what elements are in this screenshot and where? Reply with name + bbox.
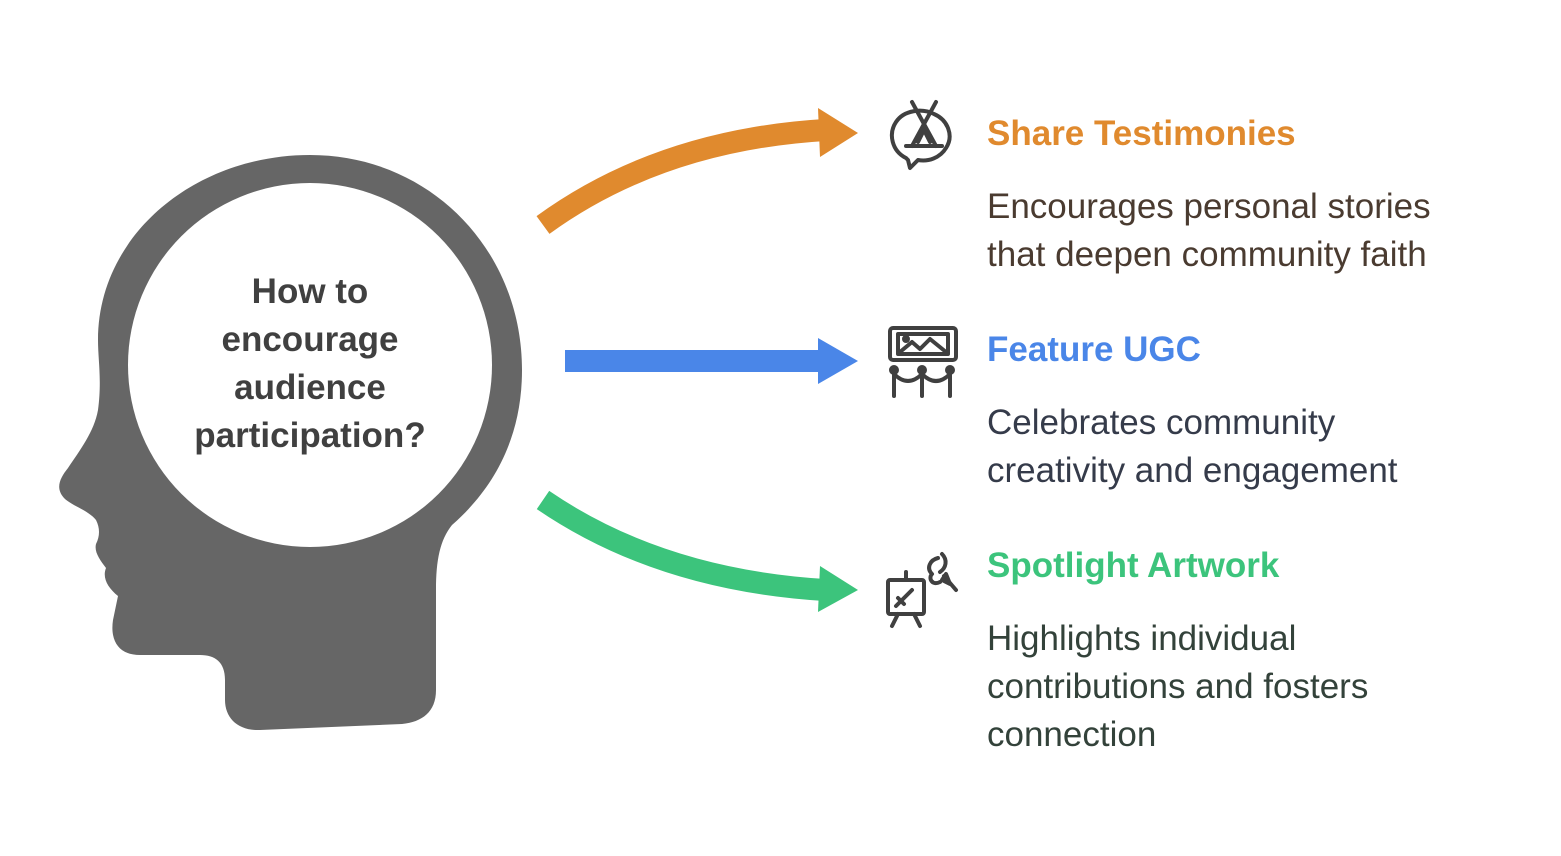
description-line: creativity and engagement xyxy=(987,451,1398,490)
item-title-feature-ugc: Feature UGC xyxy=(987,330,1201,369)
question-line: audience xyxy=(234,368,386,407)
description-line: Highlights individual xyxy=(987,619,1297,658)
central-question: How to encourage audience participation? xyxy=(170,268,450,460)
description-line: Celebrates community xyxy=(987,403,1336,442)
description-line: connection xyxy=(987,715,1157,754)
arrow-spotlight-artwork xyxy=(536,490,826,601)
question-line: How to xyxy=(251,272,369,311)
item-description-spotlight-artwork: Highlights individual contributions and … xyxy=(987,615,1368,759)
arrow-share-testimonies xyxy=(536,119,826,234)
question-line: encourage xyxy=(221,320,399,359)
item-description-share-testimonies: Encourages personal stories that deepen … xyxy=(987,183,1431,279)
question-line: participation? xyxy=(194,416,426,455)
description-line: contributions and fosters xyxy=(987,667,1369,706)
testimony-speech-bubble-icon xyxy=(889,100,952,170)
item-title-spotlight-artwork: Spotlight Artwork xyxy=(987,546,1280,585)
arrow-head-spotlight-artwork xyxy=(818,566,858,612)
arrow-head-feature-ugc xyxy=(818,338,858,384)
arrow-head-share-testimonies xyxy=(818,108,858,157)
gallery-exhibit-icon xyxy=(888,326,958,398)
easel-painting-icon xyxy=(886,552,958,628)
item-description-feature-ugc: Celebrates community creativity and enga… xyxy=(987,399,1398,495)
description-line: Encourages personal stories xyxy=(987,187,1431,226)
description-line: that deepen community faith xyxy=(987,235,1427,274)
item-title-share-testimonies: Share Testimonies xyxy=(987,114,1296,153)
head-inner-circle xyxy=(128,183,492,547)
